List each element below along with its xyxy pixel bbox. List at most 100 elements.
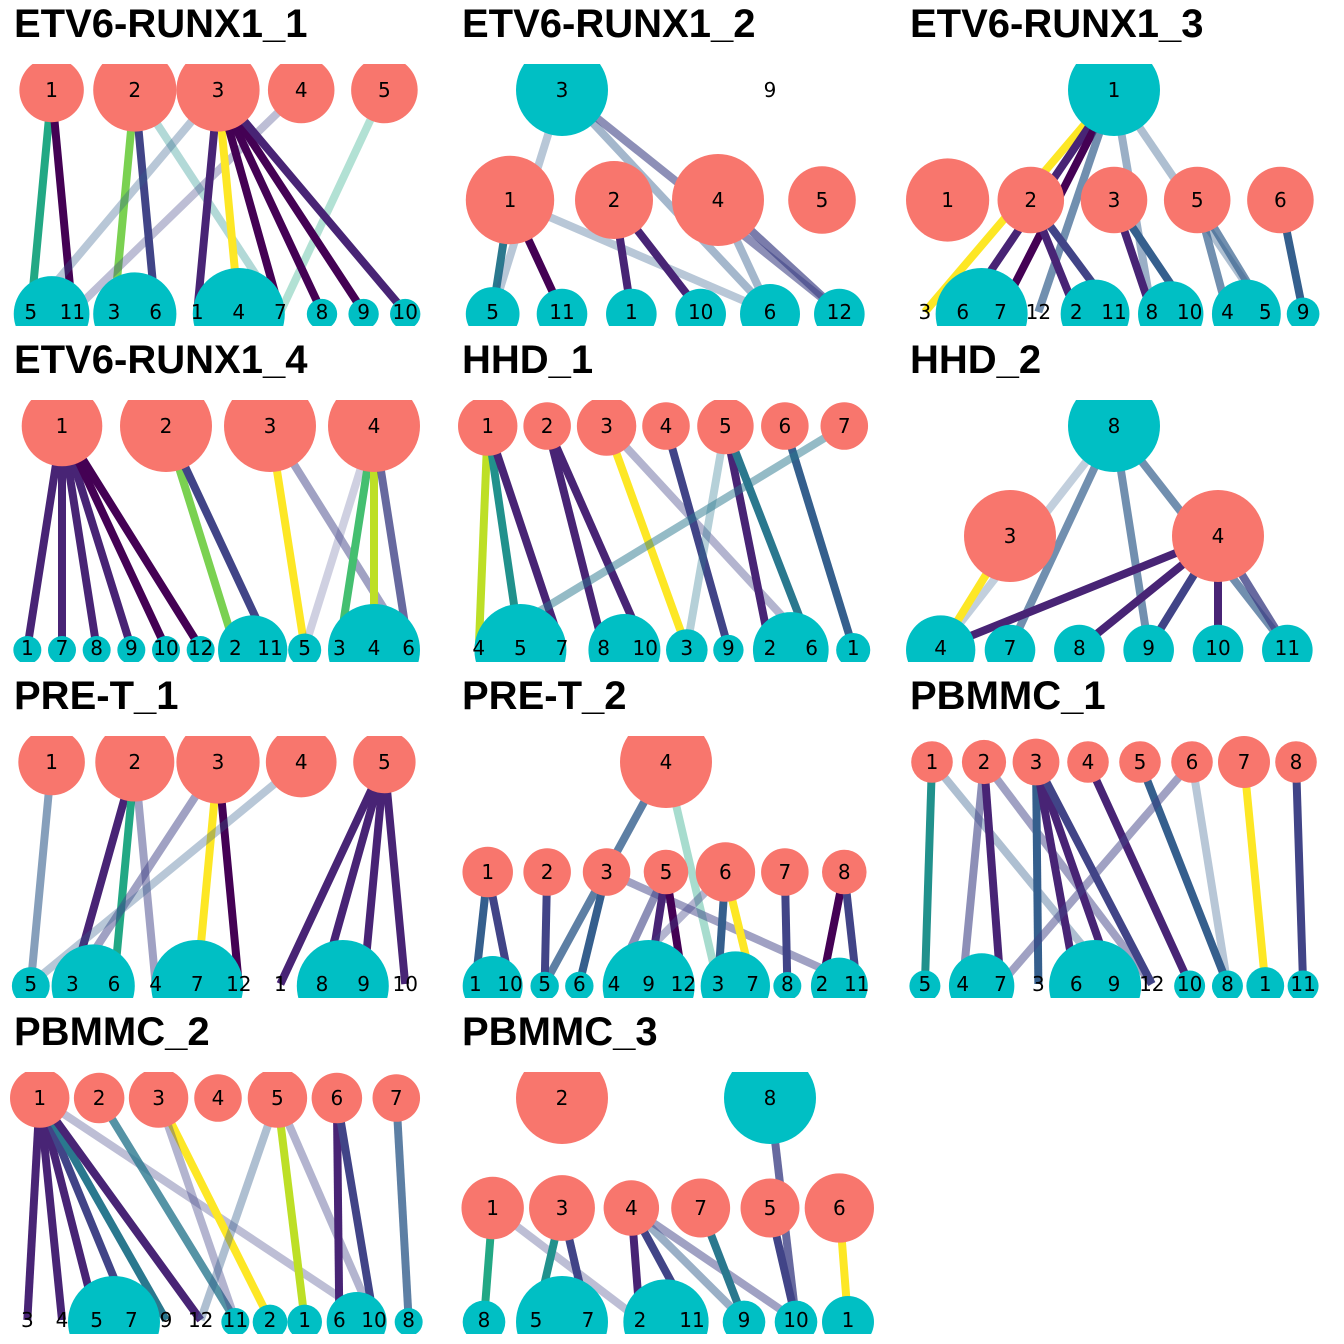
target-node-label: 8 — [1145, 300, 1158, 324]
source-cluster-node — [603, 1180, 660, 1236]
target-node-label: 10 — [361, 1308, 386, 1332]
source-cluster-node — [328, 400, 420, 472]
source-cluster-node — [311, 1072, 363, 1124]
target-cluster-node — [666, 629, 708, 662]
target-cluster-node — [1246, 967, 1285, 998]
panel-title: PBMMC_3 — [462, 1010, 658, 1054]
target-node-label: 2 — [816, 972, 829, 996]
panel-title: ETV6-RUNX1_1 — [14, 2, 308, 46]
target-node-label: 1 — [469, 972, 482, 996]
source-node-label: 4 — [625, 1196, 638, 1220]
target-cluster-node — [1174, 970, 1206, 998]
panel-title: ETV6-RUNX1_4 — [14, 338, 308, 382]
source-node-label: 7 — [390, 1086, 403, 1110]
source-node-label: 6 — [330, 1086, 343, 1110]
tree-edge — [1084, 760, 1194, 986]
source-cluster-node — [1171, 741, 1213, 783]
source-node-label: 2 — [128, 750, 141, 774]
source-node-label: 4 — [1082, 750, 1095, 774]
target-cluster-node — [13, 276, 90, 326]
source-cluster-node — [224, 400, 316, 472]
target-cluster-node — [51, 944, 135, 998]
target-cluster-node — [836, 632, 871, 662]
source-node-label: 1 — [45, 78, 58, 102]
source-cluster-node — [372, 1074, 421, 1122]
source-cluster-node — [529, 1175, 595, 1241]
target-node-label: 2 — [264, 1308, 277, 1332]
target-node-label: 9 — [160, 1308, 173, 1332]
source-cluster-node — [1067, 741, 1109, 783]
source-cluster-node — [176, 64, 260, 132]
tree-edge — [154, 1096, 274, 1322]
target-node-label: 3 — [108, 300, 121, 324]
source-cluster-node — [1247, 166, 1314, 234]
target-cluster-node — [221, 1308, 250, 1334]
target-node-label: 7 — [191, 972, 204, 996]
target-node-label: 6 — [108, 972, 121, 996]
target-node-label: 7 — [746, 972, 759, 996]
source-cluster-node — [695, 842, 756, 902]
target-node-label: 11 — [844, 972, 869, 996]
target-node-label: 7 — [994, 972, 1007, 996]
tree-edge — [604, 868, 859, 988]
source-node-label: 8 — [764, 1086, 777, 1110]
source-node-label: 2 — [1024, 188, 1037, 212]
target-cluster-node — [287, 1304, 322, 1334]
source-node-label: 9 — [764, 78, 777, 102]
source-cluster-node — [267, 64, 335, 124]
tree-edge — [28, 758, 304, 988]
target-node-label: 6 — [956, 300, 969, 324]
source-node-label: 7 — [1238, 750, 1251, 774]
target-node-label: 6 — [573, 972, 586, 996]
target-node-label: 10 — [497, 972, 522, 996]
target-node-label: 9 — [357, 972, 370, 996]
panel-title: HHD_1 — [462, 338, 594, 382]
target-node-label: 8 — [1221, 972, 1234, 996]
target-node-label: 9 — [1108, 972, 1121, 996]
tree-edge — [214, 87, 409, 315]
source-node-label: 4 — [660, 750, 673, 774]
source-node-label: 4 — [368, 414, 381, 438]
target-cluster-node — [462, 956, 523, 998]
target-node-label: 9 — [1297, 300, 1310, 324]
source-node-label: 2 — [541, 860, 554, 884]
target-cluster-node — [48, 636, 76, 662]
source-node-label: 2 — [978, 750, 991, 774]
target-node-label: 8 — [597, 636, 610, 660]
source-cluster-node — [516, 1072, 608, 1144]
target-cluster-node — [606, 288, 657, 326]
target-node-label: 1 — [274, 972, 287, 996]
target-cluster-node — [151, 940, 244, 998]
target-node-label: 3 — [919, 300, 932, 324]
source-node-label: 6 — [1186, 750, 1199, 774]
tree-edge — [26, 89, 56, 313]
target-node-label: 9 — [738, 1308, 751, 1332]
source-node-label: 1 — [56, 414, 69, 438]
target-node-label: 9 — [642, 972, 655, 996]
target-node-label: 11 — [1290, 972, 1315, 996]
tree-edge — [629, 1204, 799, 1324]
tree-edge — [332, 1097, 344, 1321]
source-cluster-node — [523, 848, 571, 896]
source-node-label: 7 — [838, 414, 851, 438]
source-node-label: 5 — [271, 1086, 284, 1110]
source-cluster-node — [1012, 738, 1060, 786]
source-cluster-node — [128, 1072, 189, 1128]
tree-edge — [154, 1096, 240, 1322]
source-cluster-node — [643, 849, 689, 895]
tree-edge — [35, 1097, 66, 1321]
source-node-label: 8 — [1290, 750, 1303, 774]
target-cluster-node — [186, 636, 215, 662]
source-node-label: 1 — [486, 1196, 499, 1220]
tree-edge — [958, 761, 988, 985]
tree-edge — [47, 89, 77, 313]
panel-title: PRE-T_2 — [462, 674, 627, 718]
target-node-label: 7 — [274, 300, 287, 324]
